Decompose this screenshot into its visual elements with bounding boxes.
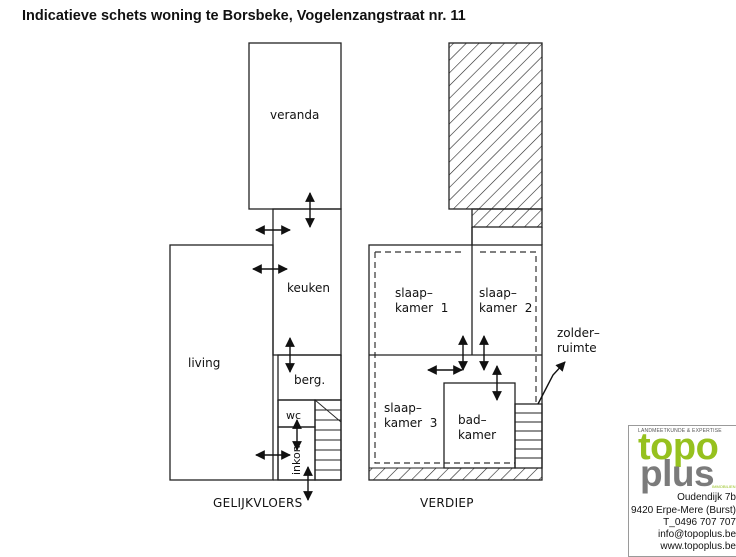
contact-web[interactable]: www.topoplus.be bbox=[660, 541, 736, 552]
arrow-zolder bbox=[537, 361, 566, 405]
label-inkom: inkom bbox=[290, 442, 303, 475]
roof-hatched-area bbox=[448, 42, 543, 210]
ground-stair-treads bbox=[314, 399, 342, 471]
label-slaapkamer1-line1: slaap– bbox=[395, 286, 433, 300]
label-zolder: zolder– ruimte bbox=[557, 326, 604, 355]
label-slaapkamer2-line1: slaap– bbox=[479, 286, 517, 300]
upper-stair-treads bbox=[515, 412, 542, 459]
label-slaapkamer2: slaap– kamer 2 bbox=[479, 286, 532, 315]
contact-email[interactable]: info@topoplus.be bbox=[658, 529, 736, 540]
contact-phone: T_0496 707 707 bbox=[663, 517, 736, 528]
label-berg: berg. bbox=[294, 373, 325, 387]
label-badkamer-line1: bad– bbox=[458, 413, 487, 427]
upper-stair bbox=[514, 403, 543, 469]
contact-street: Oudendijk 7b bbox=[677, 492, 736, 503]
label-veranda: veranda bbox=[270, 108, 319, 122]
logo-subtext: IMMOBILIEN bbox=[712, 484, 736, 489]
label-slaapkamer3: slaap– kamer 3 bbox=[384, 401, 437, 430]
logo-wordmark-plus: plus bbox=[640, 453, 715, 494]
label-wc: wc bbox=[286, 409, 301, 422]
upper-floor-arrows bbox=[427, 335, 566, 405]
logo-tagline: LANDMEETKUNDE & EXPERTISE bbox=[638, 428, 722, 434]
label-slaapkamer1: slaap– kamer 1 bbox=[395, 286, 448, 315]
ground-floor-arrows bbox=[252, 192, 315, 501]
label-slaapkamer1-line2: kamer 1 bbox=[395, 301, 448, 315]
upper-floor-plan bbox=[368, 42, 543, 481]
label-badkamer: bad– kamer bbox=[458, 413, 496, 442]
contact-city: 9420 Erpe-Mere (Burst) bbox=[630, 505, 736, 516]
logo-card bbox=[628, 425, 736, 557]
page-title: Indicatieve schets woning te Borsbeke, V… bbox=[22, 8, 466, 24]
label-keuken: keuken bbox=[287, 281, 330, 295]
living-room bbox=[169, 244, 274, 481]
label-badkamer-line2: kamer bbox=[458, 428, 496, 442]
label-zolder-line2: ruimte bbox=[557, 341, 597, 355]
logo-wordmark-topo: topo bbox=[638, 426, 719, 468]
label-living: living bbox=[188, 356, 220, 370]
label-slaapkamer2-line2: kamer 2 bbox=[479, 301, 532, 315]
veranda-room bbox=[248, 42, 342, 210]
label-zolder-line1: zolder– bbox=[557, 326, 600, 340]
hatched-strip-top bbox=[471, 208, 543, 228]
label-slaapkamer3-line2: kamer 3 bbox=[384, 416, 437, 430]
label-slaapkamer3-line1: slaap– bbox=[384, 401, 422, 415]
bottom-hatched-wall bbox=[368, 467, 543, 481]
caption-verdiep: VERDIEP bbox=[420, 496, 474, 510]
caption-gelijkvloers: GELIJKVLOERS bbox=[213, 496, 303, 510]
